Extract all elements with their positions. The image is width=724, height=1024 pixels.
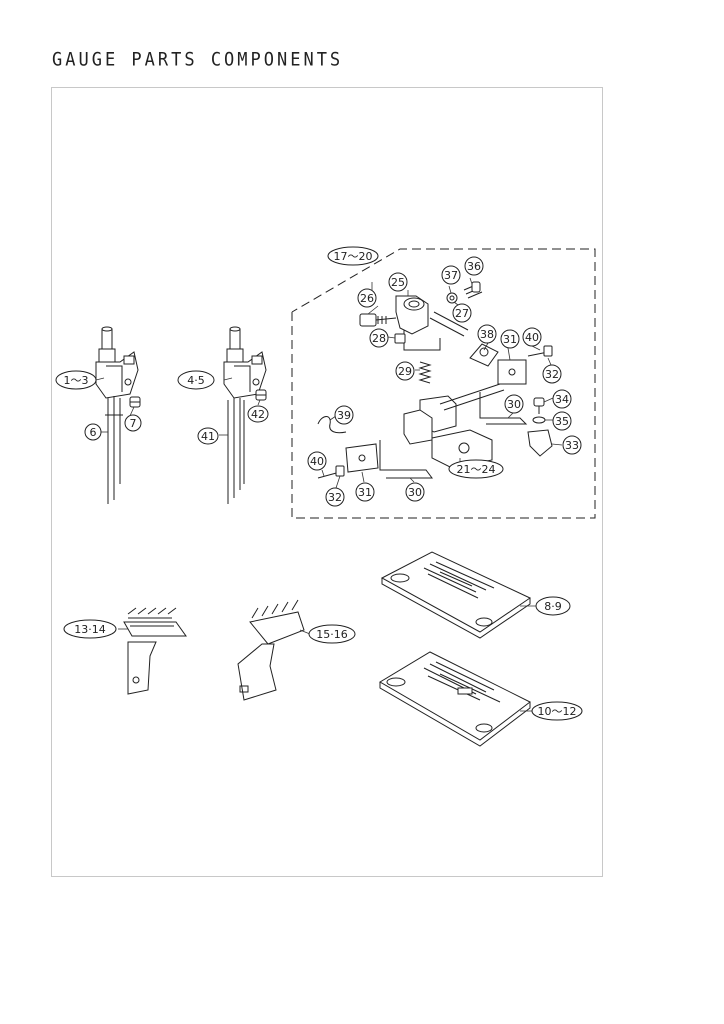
- callout-30-right: 30: [504, 394, 524, 414]
- callout-40-right: 40: [522, 327, 542, 347]
- svg-text:8·9: 8·9: [544, 600, 562, 613]
- svg-text:36: 36: [467, 260, 481, 273]
- screw-26: [359, 313, 397, 327]
- callout-40-left: 40: [307, 451, 327, 471]
- callout-36: 36: [464, 256, 484, 276]
- svg-text:42: 42: [251, 408, 265, 421]
- callout-6: 6: [84, 423, 102, 441]
- feed-dog-15-16: [237, 599, 305, 701]
- plate-31-right: [497, 359, 527, 385]
- presser-foot-body: [403, 383, 505, 469]
- screw-40-right: [527, 345, 553, 357]
- svg-text:33: 33: [565, 439, 579, 452]
- svg-text:31: 31: [358, 486, 372, 499]
- screw-34: [533, 397, 545, 414]
- callout-29: 29: [395, 361, 415, 381]
- svg-text:25: 25: [391, 276, 405, 289]
- svg-text:28: 28: [372, 332, 386, 345]
- callout-7: 7: [124, 414, 142, 432]
- svg-text:41: 41: [201, 430, 215, 443]
- callout-30-left: 30: [405, 482, 425, 502]
- washer-37: [446, 292, 458, 304]
- callout-33: 33: [562, 435, 582, 455]
- callout-35: 35: [552, 411, 572, 431]
- diagram-frame: [51, 87, 603, 877]
- lever-38: [469, 343, 499, 367]
- svg-text:35: 35: [555, 415, 569, 428]
- callout-labels: 1〜3 6 7 4·5 41 42 17〜20 25 26 27 28 29 3…: [55, 246, 583, 721]
- screw-42: [255, 389, 267, 401]
- callout-34: 34: [552, 389, 572, 409]
- washer-35: [532, 416, 546, 424]
- svg-text:26: 26: [360, 292, 374, 305]
- callout-26: 26: [357, 288, 377, 308]
- needle-clamp-4-5: [223, 326, 267, 504]
- svg-text:38: 38: [480, 328, 494, 341]
- callout-31-right: 31: [500, 329, 520, 349]
- spring-39: [317, 416, 347, 434]
- assembly-boundary: [291, 248, 596, 519]
- screw-36: [463, 281, 483, 299]
- callout-37: 37: [441, 265, 461, 285]
- nut-28: [394, 333, 406, 344]
- throat-plate-8-9: [380, 551, 532, 639]
- svg-text:1〜3: 1〜3: [64, 374, 89, 387]
- svg-text:10〜12: 10〜12: [538, 705, 577, 718]
- callout-27: 27: [452, 303, 472, 323]
- svg-text:27: 27: [455, 307, 469, 320]
- needle-clamp-1-3: [95, 326, 139, 504]
- throat-plate-10-12: [379, 651, 531, 747]
- page-title: GAUGE PARTS COMPONENTS: [52, 49, 344, 71]
- svg-text:40: 40: [525, 331, 539, 344]
- callout-32-right: 32: [542, 364, 562, 384]
- callout-31-left: 31: [355, 482, 375, 502]
- presser-bar-holder: [395, 295, 469, 351]
- callout-8-9: 8·9: [535, 596, 571, 616]
- svg-text:13·14: 13·14: [74, 623, 106, 636]
- callout-15-16: 15·16: [308, 624, 356, 644]
- callout-32-left: 32: [325, 487, 345, 507]
- plate-31-left: [345, 443, 379, 473]
- svg-text:32: 32: [545, 368, 559, 381]
- callout-25: 25: [388, 272, 408, 292]
- bracket-30-left: [379, 440, 433, 479]
- screw-7: [129, 396, 141, 408]
- svg-text:31: 31: [503, 333, 517, 346]
- svg-text:6: 6: [90, 426, 97, 439]
- bracket-30-right: [479, 392, 528, 425]
- callout-41: 41: [197, 427, 219, 445]
- callout-1-3: 1〜3: [55, 370, 97, 390]
- svg-text:7: 7: [130, 417, 137, 430]
- svg-text:21〜24: 21〜24: [457, 463, 496, 476]
- spring-29: [418, 361, 432, 384]
- svg-text:40: 40: [310, 455, 324, 468]
- svg-text:30: 30: [408, 486, 422, 499]
- callout-10-12: 10〜12: [531, 701, 583, 721]
- callout-39: 39: [334, 405, 354, 425]
- callout-28: 28: [369, 328, 389, 348]
- clip-33: [527, 429, 553, 457]
- callout-17-20: 17〜20: [327, 246, 379, 266]
- svg-text:39: 39: [337, 409, 351, 422]
- svg-text:17〜20: 17〜20: [334, 250, 373, 263]
- callout-38: 38: [477, 324, 497, 344]
- svg-text:15·16: 15·16: [316, 628, 348, 641]
- feed-dog-13-14: [123, 607, 187, 695]
- svg-text:4·5: 4·5: [187, 374, 205, 387]
- svg-text:32: 32: [328, 491, 342, 504]
- svg-text:29: 29: [398, 365, 412, 378]
- callout-42: 42: [247, 405, 269, 423]
- svg-text:37: 37: [444, 269, 458, 282]
- callout-13-14: 13·14: [63, 619, 117, 639]
- svg-text:30: 30: [507, 398, 521, 411]
- callout-4-5: 4·5: [177, 370, 215, 390]
- svg-text:34: 34: [555, 393, 569, 406]
- callout-21-24: 21〜24: [448, 459, 504, 479]
